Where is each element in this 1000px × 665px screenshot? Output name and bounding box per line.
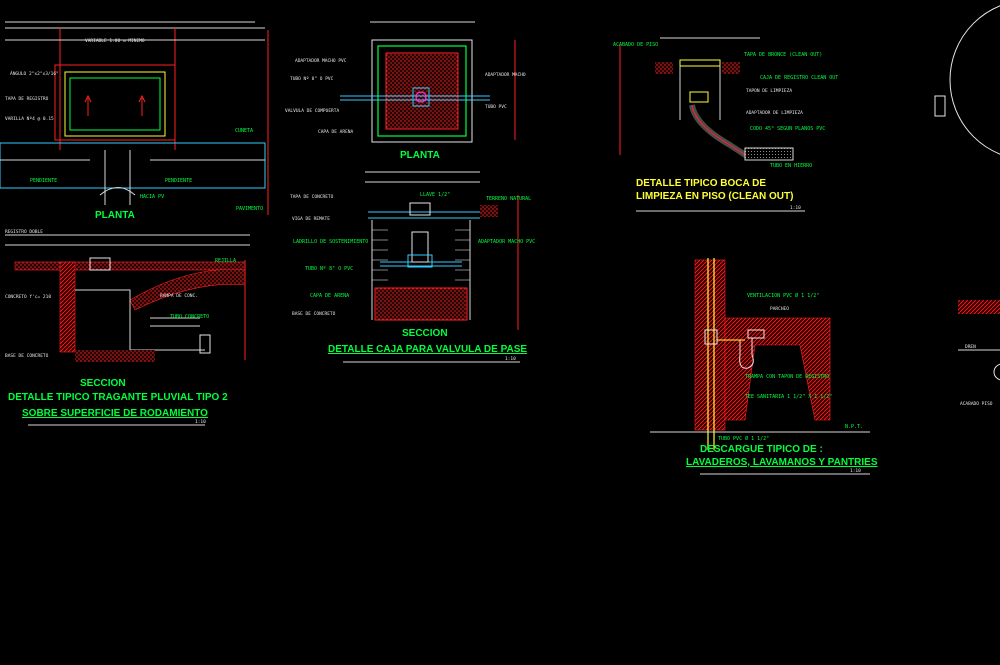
descargue-title-1: DESCARGUE TIPICO DE : <box>700 444 823 455</box>
svg-text:ADAPTADOR MACHO PVC: ADAPTADOR MACHO PVC <box>295 58 347 64</box>
tragante-scale: 1:10 <box>195 419 206 425</box>
label-npt: N.P.T. <box>845 424 863 430</box>
svg-text:TAPON DE LIMPIEZA: TAPON DE LIMPIEZA <box>746 88 792 94</box>
svg-text:ADAPTADOR DE LIMPIEZA: ADAPTADOR DE LIMPIEZA <box>746 110 803 116</box>
label-hacia-pv: HACIA PV <box>140 194 164 200</box>
descargue-title-2: LAVADEROS, LAVAMANOS Y PANTRIES <box>686 457 878 468</box>
label-rejilla: REJILLA <box>215 258 236 264</box>
valvula-section-view: LLAVE 1/2" TERRENO NATURAL ADAPTADOR MAC… <box>290 171 535 363</box>
label-ladrillo: LADRILLO DE SOSTENIMIENTO <box>293 239 368 245</box>
svg-text:VIGA DE REMATE: VIGA DE REMATE <box>292 216 330 222</box>
descargue-scale: 1:10 <box>850 468 861 474</box>
valvula-scale: 1:10 <box>505 356 516 362</box>
svg-text:TAPA DE REGISTRO: TAPA DE REGISTRO <box>5 96 49 102</box>
svg-text:BASE DE CONCRETO: BASE DE CONCRETO <box>292 311 336 317</box>
svg-text:RAMPA DE CONC.: RAMPA DE CONC. <box>160 293 198 299</box>
valvula-detail-title: DETALLE CAJA PARA VALVULA DE PASE <box>328 344 527 355</box>
svg-text:TAPA DE CONCRETO: TAPA DE CONCRETO <box>290 194 334 200</box>
svg-text:DREN: DREN <box>965 344 976 350</box>
label-cuneta: CUNETA <box>235 128 253 134</box>
label-ventilacion: VENTILACION PVC Ø 1 1/2" <box>747 292 819 299</box>
svg-text:TUBO Nº 8" O PVC: TUBO Nº 8" O PVC <box>290 76 334 82</box>
svg-text:VALVULA DE COMPUERTA: VALVULA DE COMPUERTA <box>285 108 339 114</box>
cleanout-detail: TAPA DE BRONCE (CLEAN OUT) CAJA DE REGIS… <box>613 37 838 212</box>
valvula-seccion-title: SECCION <box>402 328 448 339</box>
svg-text:CONCRETO f'c= 210: CONCRETO f'c= 210 <box>5 294 51 300</box>
cleanout-scale: 1:10 <box>790 205 801 211</box>
label-tapa-bronce: TAPA DE BRONCE (CLEAN OUT) <box>744 52 822 58</box>
svg-text:ADAPTADOR MACHO: ADAPTADOR MACHO <box>485 72 526 78</box>
valvula-plan-view: ADAPTADOR MACHO PVC TUBO Nº 8" O PVC VAL… <box>285 21 526 161</box>
label-caja-registro: CAJA DE REGISTRO CLEAN OUT <box>760 75 838 81</box>
partial-right-detail: DREN ACABADO PISO <box>934 5 1000 407</box>
tragante-section-view: REJILLA TUBO CONCRETO REGISTRO DOBLE CON… <box>5 229 250 426</box>
svg-text:TUBO PVC: TUBO PVC <box>485 104 507 110</box>
label-pendiente-left: PENDIENTE <box>30 178 57 184</box>
tragante-planta-title: PLANTA <box>95 210 135 221</box>
label-tubo-hierro: TUBO EN HIERRO <box>770 163 812 169</box>
label-adaptador: ADAPTADOR MACHO PVC <box>478 239 535 245</box>
tragante-detail-subtitle: SOBRE SUPERFICIE DE RODAMIENTO <box>22 408 208 419</box>
valvula-planta-title: PLANTA <box>400 150 440 161</box>
cleanout-title-1: DETALLE TIPICO BOCA DE <box>636 178 766 189</box>
descargue-detail: VENTILACION PVC Ø 1 1/2" TRAMPA CON TAPO… <box>650 258 878 475</box>
label-tee-sanitaria: TEE SANITARIA 1 1/2" X 1 1/2" <box>745 394 832 400</box>
tragante-detail-title: DETALLE TIPICO TRAGANTE PLUVIAL TIPO 2 <box>8 392 228 403</box>
svg-text:ÁNGULO 2"x2"x3/16": ÁNGULO 2"x2"x3/16" <box>10 70 59 77</box>
label-capa-arena: CAPA DE ARENA <box>310 293 349 299</box>
svg-text:VARIABLE 1.00 m MINIMO: VARIABLE 1.00 m MINIMO <box>85 38 145 44</box>
label-pendiente-right: PENDIENTE <box>165 178 192 184</box>
label-tubo-pvc: TUBO Nº 8" O PVC <box>305 266 353 272</box>
svg-text:REGISTRO DOBLE: REGISTRO DOBLE <box>5 229 43 235</box>
label-llave: LLAVE 1/2" <box>420 192 450 198</box>
label-pavimento: PAVIMENTO <box>236 206 263 212</box>
svg-text:ACABADO PISO: ACABADO PISO <box>960 401 993 407</box>
label-terreno: TERRENO NATURAL <box>486 196 531 202</box>
tragante-seccion-title: SECCION <box>80 378 126 389</box>
cleanout-title-2: LIMPIEZA EN PISO (CLEAN OUT) <box>636 191 793 202</box>
label-trampa: TRAMPA CON TAPON DE REGISTRO <box>745 374 829 380</box>
label-acabado-piso: ACABADO DE PISO <box>613 42 658 48</box>
svg-text:VARILLA Nº4 @ 0.15: VARILLA Nº4 @ 0.15 <box>5 116 54 122</box>
tragante-plan-view: CUNETA PENDIENTE PENDIENTE PAVIMENTO HAC… <box>0 21 269 221</box>
label-tubo-concreto: TUBO CONCRETO <box>170 314 209 320</box>
label-tubo-pvc-descarga: TUBO PVC Ø 1 1/2" <box>718 435 769 442</box>
label-codo: CODO 45° SEGUN PLANOS PVC <box>750 126 825 132</box>
svg-text:PARCHEO: PARCHEO <box>770 306 789 312</box>
svg-text:BASE DE CONCRETO: BASE DE CONCRETO <box>5 353 49 359</box>
svg-text:CAPA DE ARENA: CAPA DE ARENA <box>318 129 354 135</box>
